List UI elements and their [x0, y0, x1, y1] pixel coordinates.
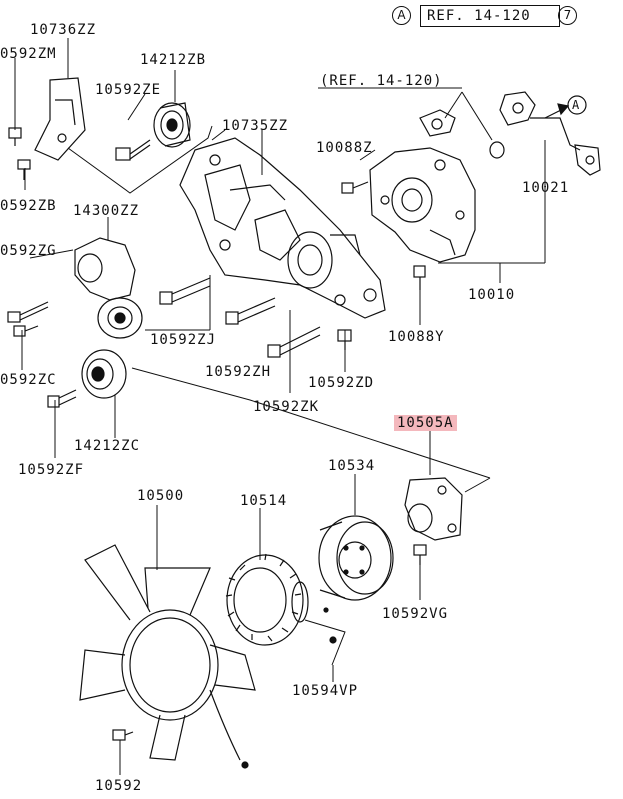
label-10594vp[interactable]: 10594VP	[292, 683, 359, 699]
label-10592vg[interactable]: 10592VG	[382, 606, 449, 622]
label-10088z[interactable]: 10088Z	[316, 140, 373, 156]
label-10592zg[interactable]: 0592ZG	[0, 243, 57, 259]
label-10592zc[interactable]: 0592ZC	[0, 372, 57, 388]
leader-lines	[14, 38, 546, 775]
label-10592zf[interactable]: 10592ZF	[18, 462, 85, 478]
label-ref-14-120[interactable]: (REF. 14-120)	[320, 73, 443, 89]
label-10010[interactable]: 10010	[468, 287, 516, 303]
label-10021[interactable]: 10021	[522, 180, 570, 196]
bolt-10592zb	[17, 159, 31, 180]
ref-text: REF. 14-120	[427, 8, 531, 24]
label-14212zc[interactable]: 14212ZC	[74, 438, 141, 454]
fan-clutch-10514	[225, 553, 337, 646]
bracket-10736zz	[34, 77, 86, 161]
label-10534[interactable]: 10534	[328, 458, 376, 474]
label-10500[interactable]: 10500	[137, 488, 185, 504]
o-ring	[489, 141, 505, 159]
label-14300zz[interactable]: 14300ZZ	[73, 203, 140, 219]
label-10592zh[interactable]: 10592ZH	[205, 364, 272, 380]
main-bracket-10735zz	[179, 137, 386, 319]
bolt-10592zm	[8, 127, 22, 146]
arrow-to-a	[544, 95, 587, 119]
bolt-10088y	[413, 265, 426, 290]
bolt-10592ze	[115, 139, 151, 161]
fan-pulley-10534	[318, 515, 394, 601]
label-10592zb[interactable]: 0592ZB	[0, 198, 57, 214]
bolt-10592zd	[337, 329, 352, 350]
pipe-10021	[499, 91, 601, 176]
bolt-10592	[112, 729, 134, 741]
label-10514[interactable]: 10514	[240, 493, 288, 509]
bolt-10592zc	[13, 325, 39, 337]
bolt-10088z	[341, 181, 369, 194]
label-10088y[interactable]: 10088Y	[388, 329, 445, 345]
water-pump-10010	[369, 147, 476, 263]
idler-pulley-14212zb	[153, 102, 191, 148]
label-14212zb[interactable]: 14212ZB	[140, 52, 207, 68]
label-10736zz[interactable]: 10736ZZ	[30, 22, 97, 38]
label-10592zd[interactable]: 10592ZD	[308, 375, 375, 391]
label-arrow-a: A	[572, 98, 581, 112]
bolt-10592zj	[159, 277, 211, 305]
label-10592ze[interactable]: 10592ZE	[95, 82, 162, 98]
ref-circle-7: 7	[558, 6, 577, 25]
bolt-10592zh-b	[267, 326, 321, 358]
bolt-10592zh-a	[225, 297, 276, 325]
label-10505a[interactable]: 10505A	[394, 415, 457, 431]
idler-pulley-14212zc	[81, 349, 127, 399]
fan-bracket-10505a	[404, 477, 463, 541]
ref-circle-a: A	[392, 6, 411, 25]
bolt-10592zf	[47, 389, 77, 408]
gasket-ref	[419, 109, 456, 137]
label-10735zz[interactable]: 10735ZZ	[222, 118, 289, 134]
label-10592[interactable]: 10592	[95, 778, 143, 794]
label-10592zj[interactable]: 10592ZJ	[150, 332, 217, 348]
bolt-10592zg	[7, 301, 49, 323]
fan-10500	[79, 544, 256, 769]
bolt-10592vg	[413, 544, 427, 565]
tensioner-14300zz	[74, 237, 143, 339]
label-10592zk[interactable]: 10592ZK	[253, 399, 320, 415]
label-10592zm[interactable]: 0592ZM	[0, 46, 57, 62]
